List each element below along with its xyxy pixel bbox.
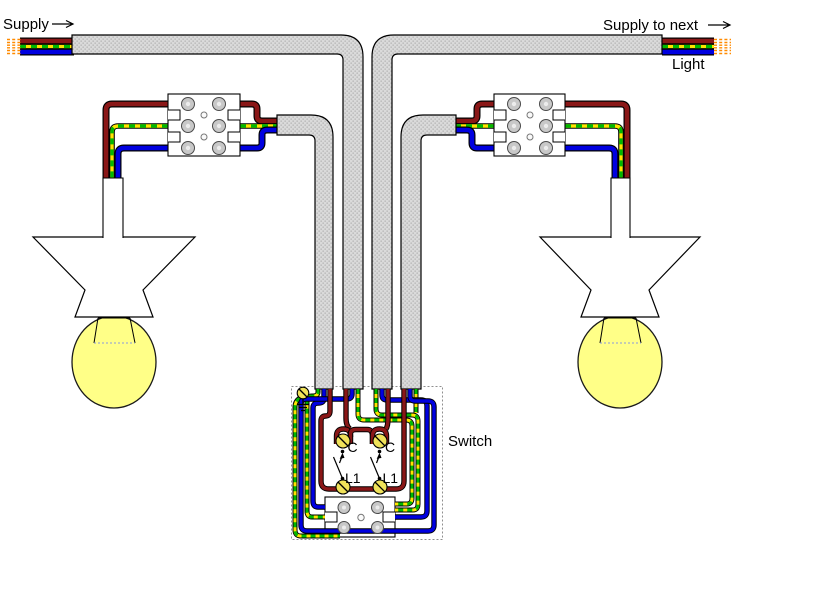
lamp-and-stub-wires	[7, 40, 731, 182]
lamp-right	[538, 177, 702, 409]
l1-label-right: L1	[383, 470, 399, 486]
switch-label: Switch	[448, 433, 492, 450]
c-label-left: C	[348, 439, 358, 455]
earth-symbol-icon	[297, 399, 309, 412]
earth-terminal	[296, 386, 310, 412]
lamp-left	[31, 177, 197, 409]
lampholder-left	[31, 236, 197, 318]
l1-label-left: L1	[345, 470, 361, 486]
cable-sheaths	[71, 34, 663, 390]
terminal-screws	[507, 97, 553, 155]
earth-wires	[20, 47, 714, 182]
bare-wire-ends-left	[7, 38, 21, 55]
junction-box-right	[493, 93, 566, 157]
switch-lever-left	[332, 456, 344, 479]
terminal-screws	[181, 97, 226, 155]
neutral-block-screws	[337, 501, 384, 534]
drop-cable-left	[276, 114, 334, 390]
drop-cable-right	[400, 114, 457, 390]
switch-unit-right: C L1	[369, 433, 399, 495]
supply-cable-left	[71, 34, 364, 390]
supply-label: Supply	[3, 16, 49, 33]
live-wires	[20, 41, 714, 181]
junction-box-left	[167, 93, 241, 157]
supply-arrow-icon	[52, 19, 75, 29]
lampholder-right	[538, 236, 702, 318]
bulb-right	[577, 315, 663, 409]
light-label: Light	[672, 56, 705, 73]
pendant-left	[102, 177, 124, 238]
supply-to-next-label: Supply to next	[603, 17, 699, 34]
pendant-right	[610, 177, 631, 238]
switch-unit-left: C L1	[332, 433, 361, 495]
supply-to-next-arrow-icon	[708, 20, 732, 30]
bare-wire-ends-right	[714, 38, 731, 55]
supply-cable-right	[371, 34, 663, 390]
switch-lever-right	[369, 456, 381, 479]
bulb-left	[71, 315, 157, 409]
c-label-right: C	[385, 439, 395, 455]
neutral-wires	[20, 52, 714, 181]
